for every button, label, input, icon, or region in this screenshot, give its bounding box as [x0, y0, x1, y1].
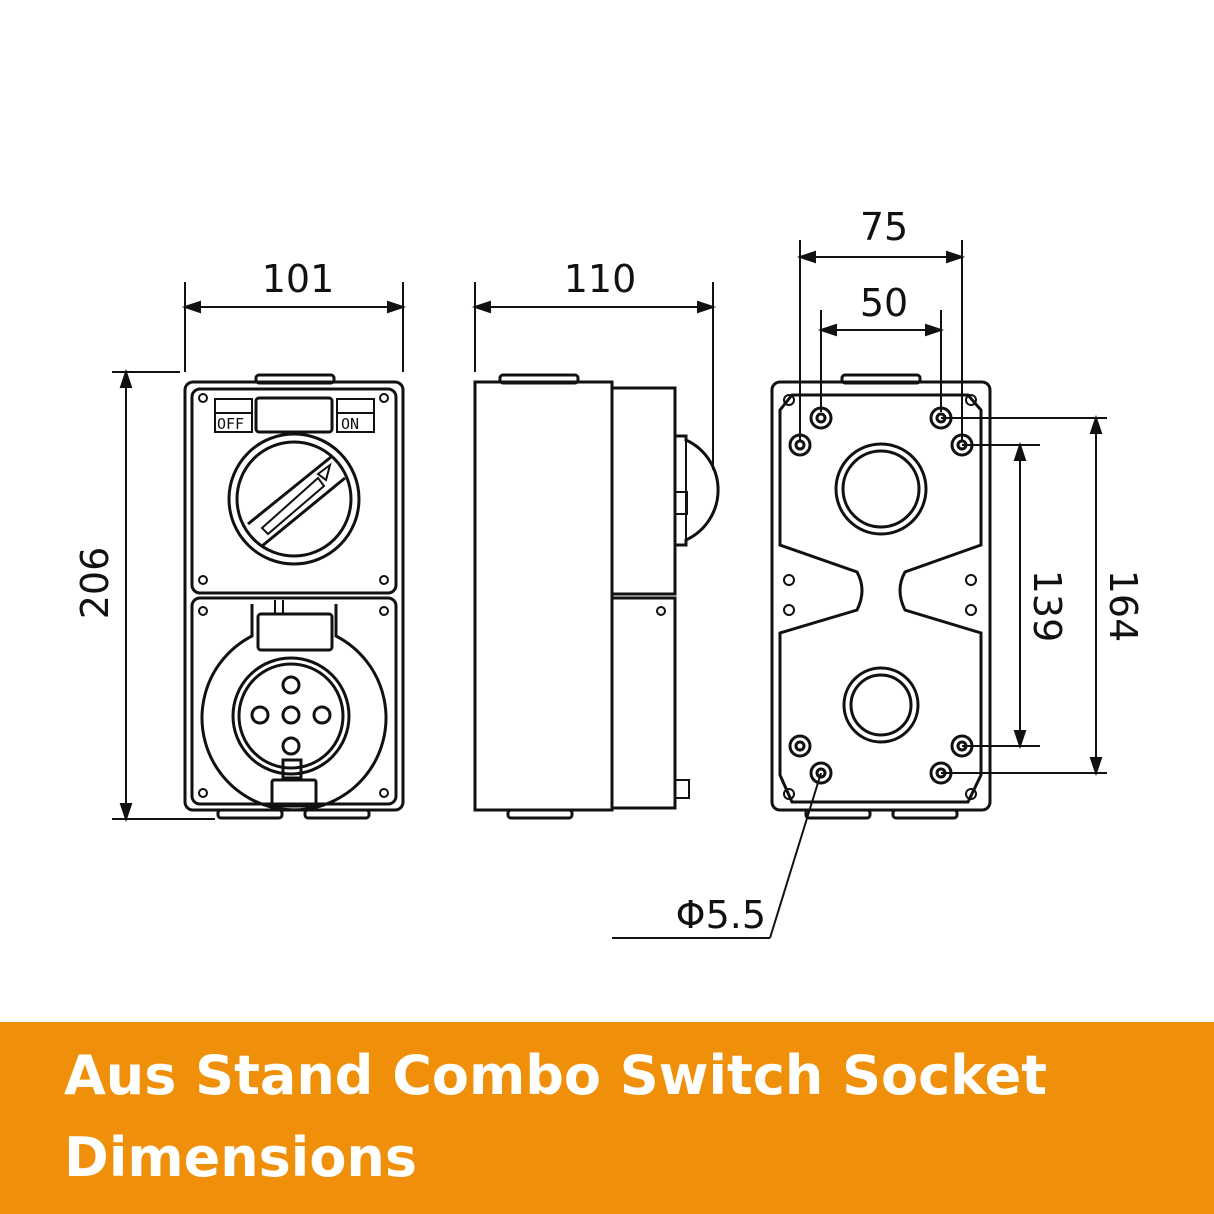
- rear-inner-spacing-label: 50: [860, 281, 908, 325]
- rear-inner-vertical-label: 139: [1025, 570, 1069, 643]
- on-indicator: ON: [336, 398, 375, 433]
- corner-holes: [783, 394, 977, 800]
- label-window: [254, 396, 334, 434]
- drawing-canvas: OFF ON: [73, 205, 1145, 939]
- off-indicator: OFF: [214, 398, 253, 433]
- mounting-holes: [788, 406, 974, 785]
- front-view: OFF ON: [73, 257, 407, 823]
- front-dimension-lines: [112, 282, 407, 823]
- rotary-switch-knob: [227, 432, 361, 566]
- banner-title-line2: Dimensions: [64, 1126, 418, 1189]
- on-label: ON: [341, 415, 359, 433]
- front-height-label: 206: [73, 547, 117, 620]
- cable-entries: [834, 442, 928, 744]
- banner-title-line1: Aus Stand Combo Switch Socket: [64, 1044, 1048, 1107]
- rear-dimension-lines: [612, 240, 1107, 939]
- rear-outer-spacing-label: 75: [860, 205, 908, 249]
- rear-view: 75 50 139 164 Φ5.5: [612, 205, 1145, 939]
- screw-holes: [198, 393, 389, 798]
- hole-diameter-label: Φ5.5: [676, 893, 766, 937]
- rear-outer-vertical-label: 164: [1101, 570, 1145, 643]
- side-dimension-lines: [471, 282, 717, 470]
- side-view: 110: [471, 257, 720, 820]
- socket-outlet: [200, 600, 388, 812]
- side-depth-label: 110: [564, 257, 637, 301]
- off-label: OFF: [217, 415, 244, 433]
- title-banner: Aus Stand Combo Switch Socket Dimensions: [0, 1022, 1214, 1214]
- front-width-label: 101: [262, 257, 335, 301]
